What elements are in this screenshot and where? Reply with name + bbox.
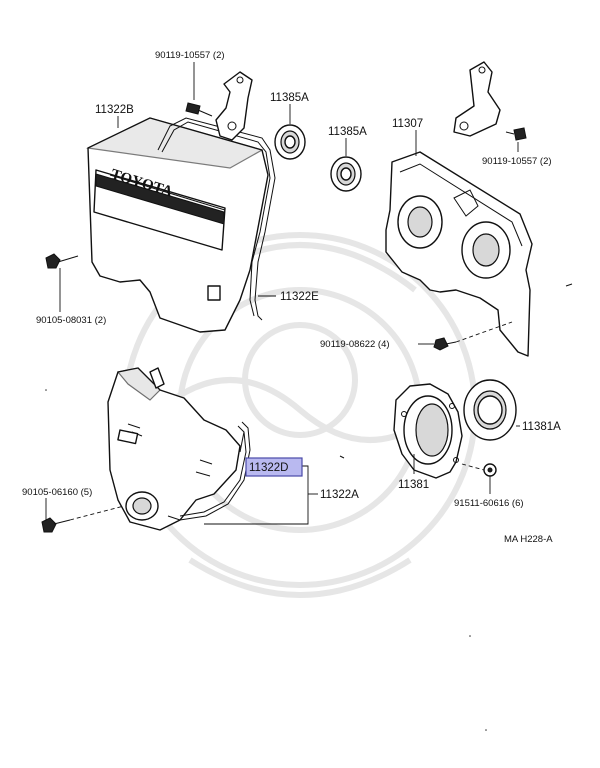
- bolt-retainer-icon: [483, 463, 497, 477]
- oil-seal-upper-2[interactable]: [330, 156, 362, 192]
- label-gasket-upper[interactable]: 11322E: [280, 291, 319, 303]
- bolt-lower-left-icon: [41, 517, 71, 533]
- label-cover-upper[interactable]: 11322B: [95, 104, 134, 116]
- label-bolt-top-right[interactable]: 90119-10557 (2): [482, 156, 552, 167]
- bracket-right[interactable]: [453, 61, 501, 137]
- label-gasket-lower[interactable]: 11322A: [320, 489, 359, 501]
- label-retainer[interactable]: 11381: [398, 479, 429, 491]
- stray-marks: [45, 283, 573, 731]
- label-bolt-lower-left[interactable]: 90105-06160 (5): [22, 487, 92, 498]
- upper-cover-gasket[interactable]: [157, 117, 276, 321]
- label-bolt-top-left[interactable]: 90119-10557 (2): [155, 50, 225, 61]
- bracket-left[interactable]: [215, 71, 253, 141]
- bolt-left-icon: [45, 253, 79, 269]
- label-plate-back[interactable]: 11307: [392, 118, 423, 130]
- label-bolt-left[interactable]: 90105-08031 (2): [36, 315, 106, 326]
- label-gasket-highlight[interactable]: 11322D: [249, 462, 288, 474]
- diagram-code: MA H228-A: [504, 534, 553, 545]
- lower-cover-gasket[interactable]: [167, 421, 251, 521]
- upper-timing-cover[interactable]: TOYOTA: [85, 117, 269, 333]
- label-seal-upper-1[interactable]: 11385A: [270, 92, 309, 104]
- highlight-box: [245, 457, 303, 477]
- rear-oil-seal[interactable]: [463, 379, 517, 441]
- label-bolt-plate[interactable]: 90119-08622 (4): [320, 339, 390, 350]
- label-seal-upper-2[interactable]: 11385A: [328, 126, 367, 138]
- part-labels: 90119-10557 (2) 11322B 11385A 11385A 113…: [22, 50, 561, 545]
- bolt-top-right-icon: [505, 127, 527, 141]
- bolt-plate-icon: [433, 337, 457, 351]
- watermark-emblem: [122, 232, 478, 598]
- label-bolt-retainer[interactable]: 91511-60616 (6): [454, 498, 524, 509]
- lower-timing-cover[interactable]: [107, 367, 241, 531]
- oil-seal-upper-1[interactable]: [274, 124, 306, 160]
- leader-lines: [45, 62, 520, 525]
- bolt-top-left-icon: [185, 102, 213, 117]
- oil-seal-retainer[interactable]: [393, 383, 463, 479]
- timing-belt-plate[interactable]: [385, 151, 533, 357]
- label-seal-rear[interactable]: 11381A: [522, 421, 561, 433]
